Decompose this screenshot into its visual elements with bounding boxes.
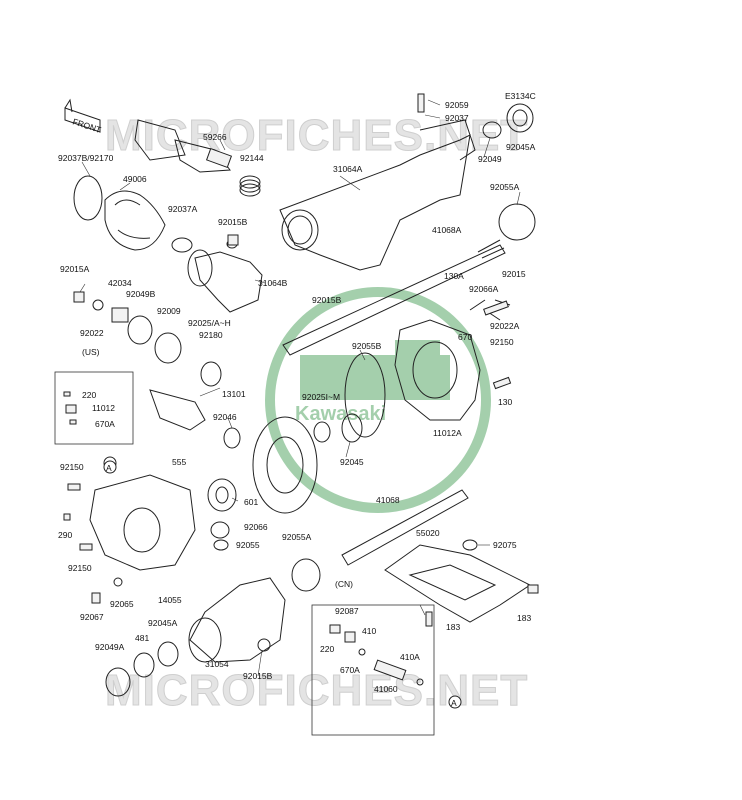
svg-text:A: A (106, 463, 112, 473)
label-92015A: 92015A (60, 264, 90, 274)
label-92144: 92144 (240, 153, 264, 163)
label-92055A-top: 92055A (490, 182, 520, 192)
label-92037A: 92037A (168, 204, 198, 214)
label-670A-cn: 670A (340, 665, 360, 675)
guard-55020 (384, 539, 539, 627)
label-92015B-1: 92015B (218, 217, 248, 227)
label-41060: 41060 (374, 684, 398, 694)
label-92180: 92180 (199, 330, 223, 340)
leader-lines (79, 99, 521, 677)
housing-31054 (105, 577, 286, 697)
us-inset-box (54, 371, 134, 445)
front-arrow-icon: FRONT (64, 98, 102, 135)
diagram-code: E3134C (505, 91, 536, 101)
label-601: 601 (244, 497, 258, 507)
label-92009: 92009 (157, 306, 181, 316)
label-92067: 92067 (80, 612, 104, 622)
svg-text:A: A (451, 698, 457, 708)
label-11012: 11012 (92, 403, 115, 413)
kawasaki-logo-watermark: Kawasaki (265, 287, 491, 513)
label-92059: 92059 (445, 100, 469, 110)
watermark-bottom: MICROFICHES.NET (105, 666, 528, 715)
label-42034: 42034 (108, 278, 132, 288)
label-92065: 92065 (110, 599, 134, 609)
label-92037B: 92037B/92170 (58, 153, 114, 163)
logo-text: Kawasaki (295, 403, 386, 425)
label-92015B-2: 92015B (312, 295, 342, 305)
label-31054: 31054 (205, 659, 229, 669)
label-92049: 92049 (478, 154, 502, 164)
differential-case-14055 (63, 456, 230, 604)
label-555: 555 (172, 457, 186, 467)
housing-31064B (187, 234, 263, 313)
label-92025AH: 92025/A~H (188, 318, 231, 328)
label-92066: 92066 (244, 522, 268, 532)
label-us-box-title: (US) (82, 347, 100, 357)
label-92045A-b: 92045A (148, 618, 178, 628)
label-130A: 130A (444, 271, 464, 281)
label-183-b: 183 (517, 613, 531, 623)
label-13101: 13101 (222, 389, 246, 399)
label-41068A: 41068A (432, 225, 462, 235)
label-183-a: 183 (446, 622, 460, 632)
label-55020: 55020 (416, 528, 440, 538)
axle-shaft-41068A (282, 239, 506, 356)
label-130: 130 (498, 397, 512, 407)
label-cn-box-title: (CN) (335, 579, 353, 589)
label-59266: 59266 (203, 132, 227, 142)
ref-a-circle-left: A (103, 460, 117, 474)
label-410A: 410A (400, 652, 420, 662)
label-92015: 92015 (502, 269, 526, 279)
cv-joint-assembly (134, 119, 261, 197)
label-92150-r: 92150 (490, 337, 514, 347)
label-92049A: 92049A (95, 642, 125, 652)
axle-housing-31064A (279, 93, 536, 271)
label-92055: 92055 (236, 540, 260, 550)
label-670A-us: 670A (95, 419, 115, 429)
label-31064A: 31064A (333, 164, 363, 174)
label-11012A: 11012A (433, 428, 462, 438)
ref-a-circle-right: A (448, 695, 462, 709)
small-parts-left (73, 291, 222, 387)
label-92037: 92037 (445, 113, 469, 123)
label-410: 410 (362, 626, 376, 636)
label-92055B: 92055B (352, 341, 382, 351)
boot-assembly (73, 175, 238, 253)
label-92022A: 92022A (490, 321, 520, 331)
cn-inset-box (311, 604, 435, 736)
label-14055: 14055 (158, 595, 182, 605)
label-92049B: 92049B (126, 289, 156, 299)
label-92087: 92087 (335, 606, 359, 616)
label-92045: 92045 (340, 457, 364, 467)
label-92015B-3: 92015B (243, 671, 273, 681)
label-92075: 92075 (493, 540, 517, 550)
label-220-us: 220 (82, 390, 96, 400)
label-31064B: 31064B (258, 278, 288, 288)
watermark-top: MICROFICHES.NET (105, 111, 528, 160)
label-49006: 49006 (123, 174, 147, 184)
label-92025IM: 92025I~M (302, 392, 340, 402)
label-92045A-top: 92045A (506, 142, 536, 152)
label-670: 670 (458, 332, 472, 342)
label-92022: 92022 (80, 328, 104, 338)
label-92055A-mid: 92055A (282, 532, 312, 542)
label-92046: 92046 (213, 412, 237, 422)
label-220-cn: 220 (320, 644, 334, 654)
axle-shaft-41068 (291, 489, 469, 592)
label-92066A: 92066A (469, 284, 499, 294)
part-labels: 92059 92037 92049 92045A 59266 92144 920… (58, 100, 536, 694)
label-41068: 41068 (376, 495, 400, 505)
label-92150-b: 92150 (68, 563, 92, 573)
label-290: 290 (58, 530, 72, 540)
final-gear-case-11012A (344, 299, 512, 438)
label-481: 481 (135, 633, 149, 643)
label-92150-l: 92150 (60, 462, 84, 472)
